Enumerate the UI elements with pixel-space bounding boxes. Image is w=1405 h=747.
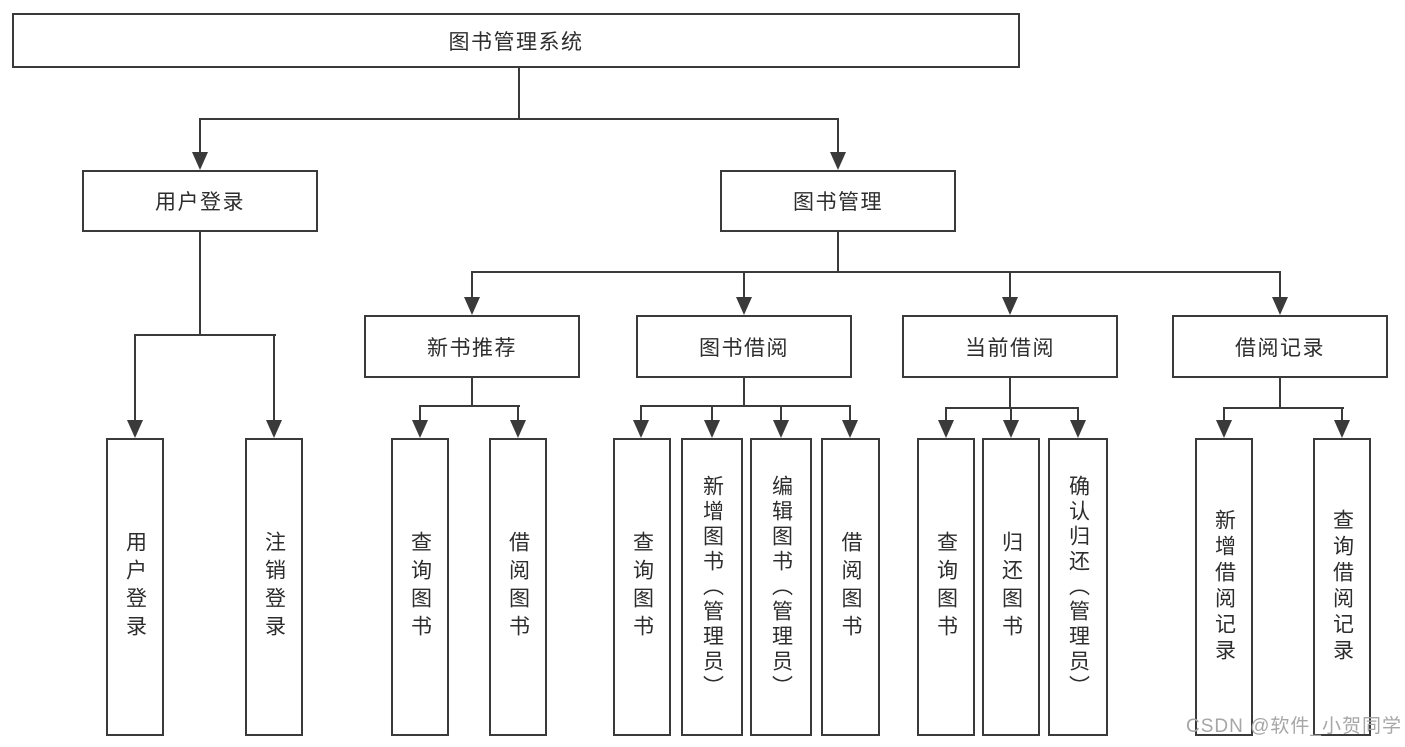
watermark: CSDN @软件_小贺同学	[1186, 716, 1402, 737]
arrow-down-icon	[704, 420, 720, 438]
node-book-management: 图书管理	[720, 170, 956, 232]
leaf-query-books-borrowing-label: 查询图书	[630, 531, 654, 643]
arrow-down-icon	[1334, 420, 1350, 438]
leaf-confirm-return-admin-label: 确认归还（管理员）	[1066, 474, 1090, 700]
node-current-borrowing-label: 当前借阅	[965, 336, 1055, 360]
arrow-down-icon	[464, 297, 480, 315]
arrow-down-icon	[266, 420, 282, 438]
node-user-login: 用户登录	[82, 170, 318, 232]
connector-line-v	[470, 377, 474, 407]
leaf-borrow-books-recommend-label: 借阅图书	[506, 531, 530, 643]
connector-line-h	[470, 270, 1281, 274]
arrow-down-icon	[1216, 420, 1232, 438]
node-book-management-label: 图书管理	[793, 191, 883, 214]
leaf-borrow-books-borrowing: 借阅图书	[821, 438, 880, 736]
arrow-down-icon	[1272, 297, 1288, 315]
connector-line-v	[836, 231, 840, 273]
arrow-down-icon	[1002, 297, 1018, 315]
leaf-query-books-recommend-label: 查询图书	[408, 531, 432, 643]
connector-line-v	[742, 270, 746, 300]
connector-line-v	[272, 333, 276, 423]
connector-line-v	[742, 377, 746, 407]
leaf-add-borrow-record: 新增借阅记录	[1195, 438, 1253, 736]
connector-line-v	[470, 270, 474, 300]
leaf-query-books-current: 查询图书	[917, 438, 975, 736]
leaf-add-borrow-record-label: 新增借阅记录	[1212, 509, 1236, 665]
connector-line-v	[1222, 406, 1226, 423]
connector-line-v	[1008, 270, 1012, 300]
connector-line-v	[133, 333, 137, 423]
leaf-return-book: 归还图书	[982, 438, 1040, 736]
leaf-confirm-return-admin: 确认归还（管理员）	[1048, 438, 1108, 736]
arrow-down-icon	[510, 420, 526, 438]
arrow-down-icon	[127, 420, 143, 438]
arrow-down-icon	[1070, 420, 1086, 438]
leaf-logout-label: 注销登录	[262, 531, 286, 643]
leaf-user-login: 用户登录	[106, 438, 164, 736]
leaf-edit-book-admin-label: 编辑图书（管理员）	[769, 474, 793, 700]
leaf-add-book-admin: 新增图书（管理员）	[681, 438, 743, 736]
connector-line-v	[517, 68, 521, 119]
leaf-borrow-books-borrowing-label: 借阅图书	[839, 531, 862, 643]
connector-line-h	[198, 117, 839, 121]
connector-line-v	[198, 231, 202, 336]
arrow-down-icon	[412, 420, 428, 438]
arrow-down-icon	[736, 297, 752, 315]
leaf-edit-book-admin: 编辑图书（管理员）	[750, 438, 812, 736]
arrow-down-icon	[938, 420, 954, 438]
leaf-query-books-current-label: 查询图书	[934, 531, 958, 643]
connector-line-v	[836, 117, 840, 156]
connector-line-h	[639, 404, 851, 408]
node-current-borrowing: 当前借阅	[902, 315, 1118, 378]
connector-line-v	[1340, 406, 1344, 423]
connector-line-v	[1009, 406, 1013, 423]
arrow-down-icon	[192, 152, 208, 170]
leaf-query-borrow-record: 查询借阅记录	[1313, 438, 1371, 736]
leaf-user-login-label: 用户登录	[123, 531, 147, 643]
connector-line-h	[133, 333, 276, 337]
node-book-borrowing: 图书借阅	[636, 315, 852, 378]
node-root: 图书管理系统	[12, 13, 1020, 68]
arrow-down-icon	[830, 152, 846, 170]
node-user-login-label: 用户登录	[155, 191, 245, 214]
connector-line-v	[710, 404, 714, 423]
connector-line-v	[198, 117, 202, 156]
leaf-logout: 注销登录	[245, 438, 303, 736]
connector-line-h	[1222, 406, 1344, 410]
node-root-label: 图书管理系统	[448, 30, 584, 54]
arrow-down-icon	[1003, 420, 1019, 438]
node-borrow-records: 借阅记录	[1172, 315, 1388, 378]
node-book-borrowing-label: 图书借阅	[699, 336, 789, 360]
node-new-book-recommend: 新书推荐	[364, 315, 580, 378]
leaf-query-books-recommend: 查询图书	[391, 438, 449, 736]
connector-line-v	[1008, 377, 1012, 409]
node-new-book-recommend-label: 新书推荐	[427, 336, 517, 360]
connector-line-v	[1278, 376, 1282, 409]
connector-line-v	[848, 404, 852, 423]
arrow-down-icon	[773, 420, 789, 438]
arrow-down-icon	[842, 420, 858, 438]
connector-line-v	[1076, 406, 1080, 423]
node-borrow-records-label: 借阅记录	[1235, 336, 1325, 360]
leaf-return-book-label: 归还图书	[999, 531, 1023, 643]
arrow-down-icon	[633, 420, 649, 438]
connector-line-v	[779, 404, 783, 423]
leaf-add-book-admin-label: 新增图书（管理员）	[700, 474, 724, 700]
connector-line-v	[516, 404, 520, 423]
leaf-borrow-books-recommend: 借阅图书	[489, 438, 547, 736]
connector-line-v	[639, 404, 643, 423]
leaf-query-books-borrowing: 查询图书	[613, 438, 671, 736]
connector-line-v	[944, 406, 948, 423]
connector-line-v	[418, 404, 422, 423]
connector-line-h	[418, 404, 520, 408]
connector-line-v	[1278, 270, 1282, 300]
leaf-query-borrow-record-label: 查询借阅记录	[1330, 509, 1354, 665]
